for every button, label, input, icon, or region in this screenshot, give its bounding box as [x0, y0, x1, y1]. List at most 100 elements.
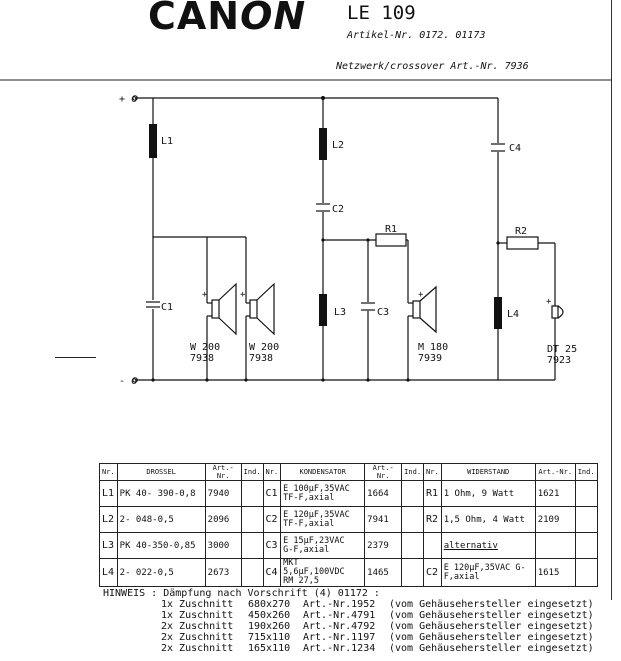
table-header-row: Nr. DROSSEL Art.-Nr. Ind. Nr. KONDENSATO… [99, 463, 598, 481]
midrange-speaker-icon [412, 285, 437, 334]
widerstand: 1 Ohm, 9 Watt [440, 480, 536, 507]
label-c1: C1 [161, 302, 173, 313]
widerstand: E 120µF,35VAC G-F,axial [440, 558, 536, 587]
svg-text:+: + [418, 290, 424, 300]
svg-text:+: + [240, 290, 246, 300]
model-title: LE 109 [347, 2, 416, 24]
col-header: Ind. [574, 463, 598, 481]
r-art: 1621 [534, 480, 576, 507]
c-art: 1664 [364, 480, 403, 507]
c-art: 7941 [364, 506, 403, 533]
c-ind [401, 558, 425, 587]
l-nr: L4 [99, 558, 118, 587]
col-header: Ind. [240, 463, 264, 481]
r-ind [574, 506, 598, 533]
label-c4: C4 [509, 143, 521, 154]
r-art: 2109 [534, 506, 576, 533]
speaker-4-name: DT 25 [547, 344, 577, 355]
label-c2: C2 [332, 204, 344, 215]
woofer-2-icon [249, 282, 275, 336]
parts-table: Nr. DROSSEL Art.-Nr. Ind. Nr. KONDENSATO… [99, 463, 598, 587]
speaker-1-art: 7938 [190, 353, 214, 364]
col-header: Art.-Nr. [364, 463, 403, 481]
drossel: 2- 048-0,5 [116, 506, 206, 533]
crossover-title: Netzwerk/crossover Art.-Nr. 7936 [336, 61, 529, 72]
col-header: Nr. [423, 463, 442, 481]
page-edge-line [611, 0, 612, 600]
tweeter-branch: + [491, 98, 564, 381]
l-ind [240, 506, 264, 533]
col-header: DROSSEL [116, 463, 206, 481]
r-ind [574, 532, 598, 559]
c-nr: C1 [262, 480, 282, 507]
speaker-2-art: 7938 [249, 353, 273, 364]
c-nr: C3 [262, 532, 282, 559]
woofer-branch: + + [146, 98, 275, 380]
r-nr: C2 [423, 558, 442, 587]
speaker-1-name: W 200 [190, 342, 220, 353]
mid-branch: + [316, 98, 437, 380]
tweeter-icon [551, 305, 564, 319]
l-art: 3000 [204, 532, 242, 559]
r-ind [574, 480, 598, 507]
l-nr: L1 [99, 480, 118, 507]
minus-terminal-label: - o [119, 376, 137, 387]
r-art: 1615 [534, 558, 576, 587]
widerstand: alternativ [440, 532, 536, 559]
margin-rule [55, 357, 96, 358]
l-nr: L3 [99, 532, 118, 559]
capacitor-c1 [146, 301, 160, 308]
l-art: 2096 [204, 506, 242, 533]
col-header: WIDERSTAND [440, 463, 536, 481]
artikel-number: Artikel-Nr. 0172. 01173 [347, 30, 486, 41]
inductor-l3 [319, 294, 327, 326]
r-ind [574, 558, 598, 587]
crossover-schematic: + o - o [0, 79, 612, 387]
l-art: 7940 [204, 480, 242, 507]
r-nr: R1 [423, 480, 442, 507]
r-nr: R2 [423, 506, 442, 533]
label-r1: R1 [385, 224, 397, 235]
c-art: 2379 [364, 532, 403, 559]
label-l2: L2 [332, 140, 344, 151]
col-header: Nr. [99, 463, 118, 481]
widerstand: 1,5 Ohm, 4 Watt [440, 506, 536, 533]
capacitor-c3 [361, 302, 375, 311]
c-ind [401, 480, 425, 507]
r-art [534, 532, 576, 559]
col-header: KONDENSATOR [280, 463, 366, 481]
col-header: Art.-Nr. [534, 463, 576, 481]
capacitor-c2 [316, 203, 330, 212]
speaker-4-art: 7923 [547, 355, 571, 366]
col-header: Art.-Nr. [204, 463, 242, 481]
l-ind [240, 480, 264, 507]
l-ind [240, 558, 264, 587]
c-nr: C4 [262, 558, 282, 587]
col-header: Ind. [401, 463, 425, 481]
drossel: PK 40-350-0,85 [116, 532, 206, 559]
positive-rail [132, 95, 498, 101]
inductor-l1 [149, 124, 157, 158]
woofer-1-icon [211, 282, 237, 336]
inductor-l4 [494, 297, 502, 329]
svg-text:+: + [546, 297, 552, 307]
label-l1: L1 [161, 136, 173, 147]
l-nr: L2 [99, 506, 118, 533]
c-ind [401, 506, 425, 533]
negative-rail [132, 377, 498, 383]
label-l3: L3 [334, 307, 346, 318]
l-art: 2673 [204, 558, 242, 587]
label-l4: L4 [507, 309, 519, 320]
speaker-3-name: M 180 [418, 342, 448, 353]
l-ind [240, 532, 264, 559]
resistor-r2 [506, 236, 539, 250]
c-nr: C2 [262, 506, 282, 533]
